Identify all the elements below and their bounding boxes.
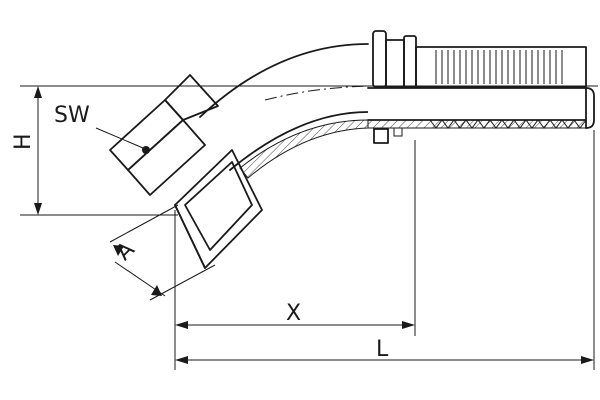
dim-a: A <box>109 204 216 301</box>
sw-marker <box>142 146 150 154</box>
dim-x: X <box>174 140 416 370</box>
dim-a-label: A <box>111 237 139 265</box>
swivel-nut <box>109 74 219 196</box>
ferrule <box>415 46 587 88</box>
sw-leader: SW <box>54 103 144 149</box>
dim-x-label: X <box>286 301 301 326</box>
dim-l: L <box>175 130 595 370</box>
inner-tube-section <box>367 87 595 129</box>
bent-tube <box>199 43 381 171</box>
collar <box>372 30 417 88</box>
dim-h-label: H <box>11 133 36 150</box>
dim-h: H <box>11 85 598 216</box>
dim-l-label: L <box>376 337 389 362</box>
sw-label: SW <box>54 103 90 128</box>
o-ring <box>373 128 403 144</box>
coupling-cone <box>174 149 263 269</box>
